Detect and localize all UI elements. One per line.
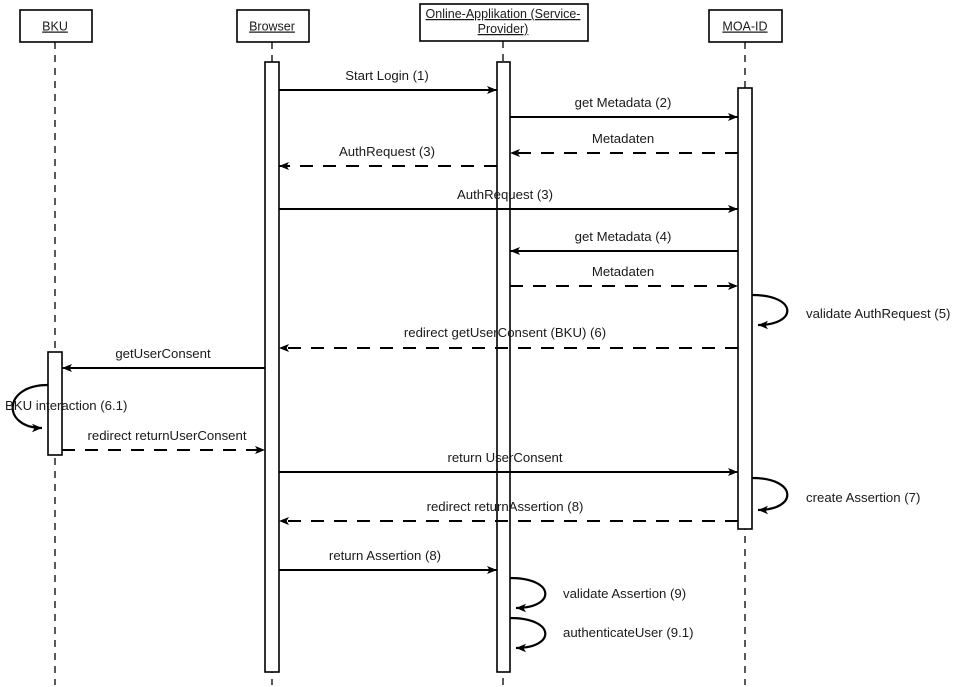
lifeline-head-box-bku[interactable] — [19, 9, 93, 43]
message-label-2: get Metadata (2) — [575, 95, 672, 110]
self-message-loop-4 — [509, 576, 547, 613]
message-label-7: Metadaten — [592, 264, 654, 279]
lifeline-head-box-browser[interactable] — [236, 9, 310, 43]
message-label-10: redirect returnUserConsent — [87, 428, 246, 443]
message-label-5: AuthRequest (3) — [457, 187, 553, 202]
self-message-label-2: BKU interaction (6.1) — [5, 398, 127, 413]
lifeline-label-sp: Online-Applikation (Service-Provider) — [426, 7, 581, 36]
activation-boxes — [47, 61, 753, 673]
message-label-12: redirect returnAssertion (8) — [427, 499, 584, 514]
message-label-3: Metadaten — [592, 131, 654, 146]
activation-box-moa — [737, 87, 753, 530]
message-labels: Start Login (1) get Metadata (2) Metadaten… — [5, 68, 950, 640]
message-label-13: return Assertion (8) — [329, 548, 441, 563]
self-message-label-4: validate Assertion (9) — [563, 586, 686, 601]
lifeline-head-box-moa[interactable] — [708, 9, 783, 43]
self-message-loops — [11, 293, 789, 653]
activation-box-sp — [496, 61, 511, 673]
message-arrows — [62, 86, 738, 575]
self-message-label-3: create Assertion (7) — [806, 490, 920, 505]
lifeline-head-box-sp[interactable] — [419, 3, 589, 42]
lifeline-label-moa: MOA-ID — [722, 20, 767, 34]
message-label-8: redirect getUserConsent (BKU) (6) — [404, 325, 606, 340]
activation-box-bku — [47, 351, 63, 456]
message-label-6: get Metadata (4) — [575, 229, 672, 244]
lifeline-label-bku: BKU — [42, 20, 68, 34]
lifeline-label-browser: Browser — [249, 20, 295, 34]
message-label-9: getUserConsent — [115, 346, 211, 361]
activation-box-browser — [264, 61, 280, 673]
message-label-1: Start Login (1) — [345, 68, 429, 83]
self-message-loop-3 — [751, 476, 789, 515]
message-label-11: return UserConsent — [447, 450, 562, 465]
self-message-loop-2 — [11, 383, 49, 433]
self-message-loop-5 — [509, 616, 547, 653]
lifeline-head-boxes: BKU Browser Online-Applikation (Service-Pr… — [19, 3, 783, 43]
message-label-4: AuthRequest (3) — [339, 144, 435, 159]
self-message-label-1: validate AuthRequest (5) — [806, 306, 950, 321]
self-message-label-5: authenticateUser (9.1) — [563, 625, 693, 640]
self-message-loop-1 — [751, 293, 789, 330]
